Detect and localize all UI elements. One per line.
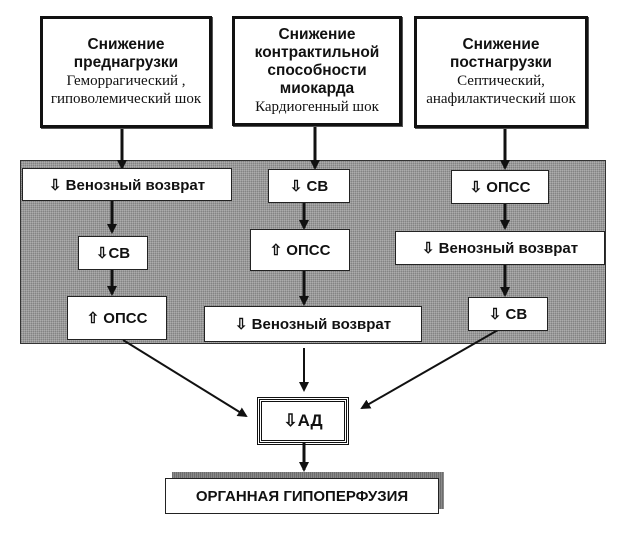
header-preload-title: Снижение преднагрузки [73, 36, 179, 71]
col1-step-venous-return: ⇩ Венозный возврат [22, 168, 232, 201]
blood-pressure-box: ⇩АД [257, 397, 349, 445]
header-contractility-title: Снижение контрактильной способности миок… [254, 26, 380, 97]
header-afterload: Снижение постнагрузки Септический, анафи… [414, 16, 588, 128]
arrow-col3-to-ad [360, 329, 499, 409]
col2-step-svr: ⇧ ОПСС [250, 229, 350, 271]
header-afterload-subtitle: Септический, анафилактический шок [426, 73, 576, 107]
col3-step-venous-return: ⇩ Венозный возврат [395, 231, 605, 265]
col1-step-svr: ⇧ ОПСС [67, 296, 167, 340]
header-preload-subtitle: Геморрагический , гиповолемический шок [50, 73, 202, 107]
col3-step-svr: ⇩ ОПСС [451, 170, 549, 204]
col2-step-venous-return: ⇩ Венозный возврат [204, 306, 422, 342]
arrow-col1-to-ad [122, 339, 248, 418]
header-contractility: Снижение контрактильной способности миок… [232, 16, 402, 126]
col2-step-cardiac-output: ⇩ СВ [268, 169, 350, 203]
col3-step-cardiac-output: ⇩ СВ [468, 297, 548, 331]
outcome-box: ОРГАННАЯ ГИПОПЕРФУЗИЯ [165, 478, 439, 514]
header-afterload-title: Снижение постнагрузки [450, 36, 552, 71]
header-preload: Снижение преднагрузки Геморрагический , … [40, 16, 212, 128]
col1-step-cardiac-output: ⇩СВ [78, 236, 148, 270]
header-contractility-subtitle: Кардиогенный шок [255, 99, 379, 115]
